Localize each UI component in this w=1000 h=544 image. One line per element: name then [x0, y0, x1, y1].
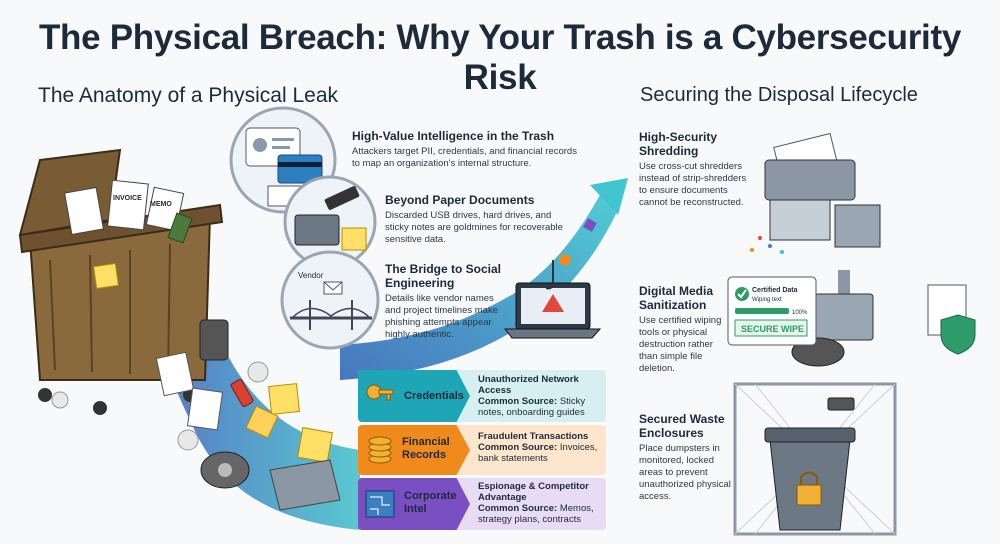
cert-title: Certified Data: [752, 287, 798, 294]
risk-impact: Espionage & Competitor Advantage: [478, 481, 589, 503]
page-title: The Physical Breach: Why Your Trash is a…: [38, 18, 962, 97]
risk-description: Espionage & Competitor Advantage Common …: [478, 481, 602, 525]
control-body: Place dumpsters in monitored, locked are…: [639, 443, 731, 502]
email-envelope-icon: [323, 281, 343, 295]
intel-body: Details like vendor names and project ti…: [385, 293, 498, 340]
risk-impact: Fraudulent Transactions: [478, 431, 589, 442]
control-block-enclosures: Secured Waste Enclosures Place dumpsters…: [639, 412, 731, 503]
secure-wipe-label: SECURE WIPE: [741, 324, 804, 334]
vendor-label: Vendor: [298, 271, 324, 280]
left-section-heading: The Anatomy of a Physical Leak: [38, 84, 338, 107]
bridge-icon: [290, 300, 372, 330]
arrow-head: [590, 178, 628, 215]
risk-source-label: Common Source:: [478, 503, 558, 514]
intel-title: High-Value Intelligence in the Trash: [352, 129, 555, 143]
invoice-label: INVOICE: [113, 195, 142, 202]
shield-icon: [940, 314, 976, 355]
memo-label: MEMO: [150, 201, 172, 208]
risk-impact: Unauthorized Network Access: [478, 374, 579, 396]
shield-document-icon: [927, 284, 976, 355]
intel-block-social: The Bridge to Social Engineering Details…: [385, 262, 510, 341]
alert-icon: [542, 294, 564, 312]
control-body: Use cross-cut shredders instead of strip…: [639, 161, 747, 208]
right-section-heading: Securing the Disposal Lifecycle: [640, 84, 918, 106]
control-block-shredding: High-Security Shredding Use cross-cut sh…: [639, 130, 749, 209]
risk-source-label: Common Source:: [478, 396, 558, 407]
zoom-callout-bridge: Vendor: [280, 250, 380, 350]
risk-source: Sticky notes, onboarding guides: [478, 396, 586, 418]
control-title: Secured Waste Enclosures: [639, 412, 725, 440]
intel-body: Discarded USB drives, hard drives, and s…: [385, 210, 563, 245]
risk-description: Fraudulent Transactions Common Source: I…: [478, 431, 602, 464]
stream-items: [51, 218, 597, 511]
risk-source: Memos, strategy plans, contracts: [478, 503, 594, 525]
sticky-note-icon: [341, 227, 367, 251]
coins-icon: [368, 436, 392, 464]
control-title: High-Security Shredding: [639, 130, 718, 158]
risk-label: Credentials: [404, 390, 464, 402]
hard-drive-icon-zoom: [294, 214, 340, 246]
risk-row-corporate: Corporate Intel Espionage & Competitor A…: [358, 478, 606, 530]
intel-title: Beyond Paper Documents: [385, 193, 535, 207]
risk-label: Corporate Intel: [404, 490, 457, 515]
security-camera-icon: [827, 397, 855, 411]
intel-block-trash: High-Value Intelligence in the Trash Att…: [352, 129, 582, 170]
cert-subtitle: Wiping text: [752, 297, 782, 303]
padlock-icon: [796, 484, 822, 506]
intel-title: The Bridge to Social Engineering: [385, 262, 502, 290]
usb-drive-icon-zoom: [324, 186, 360, 210]
control-title: Digital Media Sanitization: [639, 284, 714, 312]
zoom-callout-intel: [229, 106, 337, 214]
blueprint-icon: [365, 490, 395, 518]
cert-percent: 100%: [792, 310, 808, 316]
secured-enclosure-icon: [733, 382, 897, 536]
laptop-icon: [503, 260, 602, 339]
intel-body: Attackers target PII, credentials, and f…: [352, 146, 577, 169]
control-body: Use certified wiping tools or physical d…: [639, 315, 722, 374]
risk-source: Invoices, bank statements: [478, 442, 598, 464]
risk-row-financial: Financial Records Fraudulent Transaction…: [358, 425, 606, 475]
intel-block-media: Beyond Paper Documents Discarded USB dri…: [385, 193, 565, 246]
phishing-hook-icon: [545, 260, 554, 290]
risk-row-credentials: Credentials Unauthorized Network Access …: [358, 370, 606, 422]
risk-source-label: Common Source:: [478, 442, 558, 453]
certificate-window: Certified Data Wiping text 100% SECURE W…: [727, 276, 817, 346]
risk-description: Unauthorized Network Access Common Sourc…: [478, 374, 602, 418]
risk-label: Financial Records: [402, 436, 450, 461]
dumpster-icon: INVOICE MEMO: [18, 148, 224, 415]
shredder-icon: [750, 132, 881, 254]
hard-drive-icon-2: [199, 319, 229, 361]
key-icon: [366, 384, 394, 401]
usb-drive-icon: [230, 378, 254, 408]
control-block-sanitization: Digital Media Sanitization Use certified…: [639, 284, 729, 375]
